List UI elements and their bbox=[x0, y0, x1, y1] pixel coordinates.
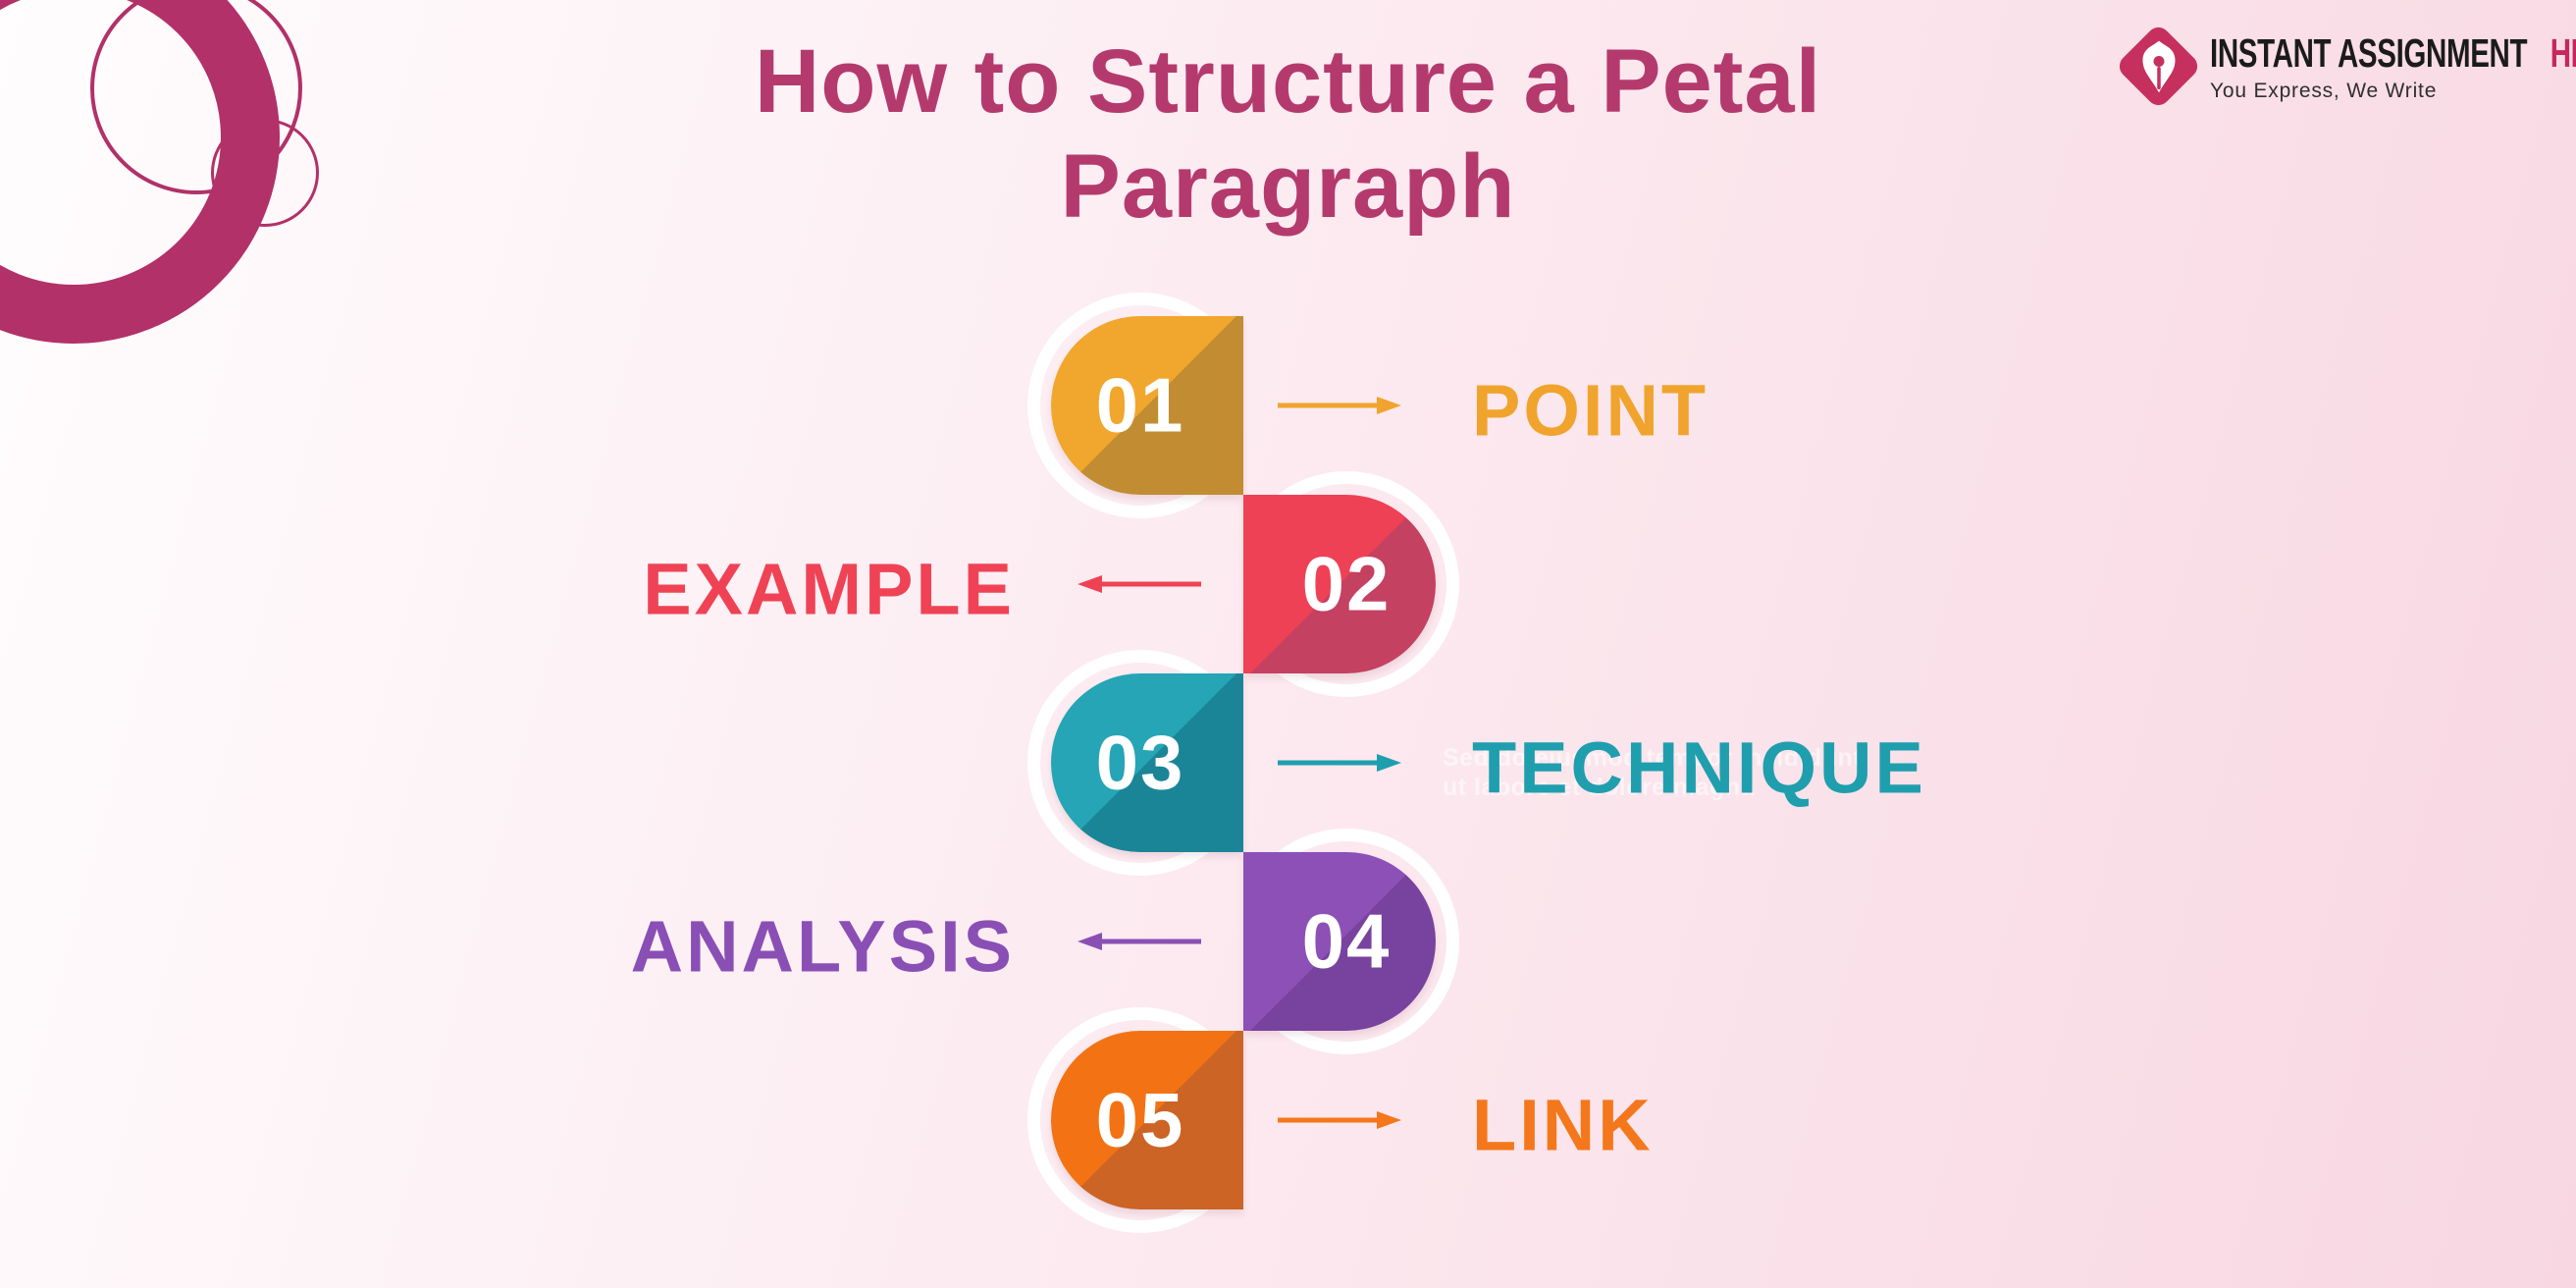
step-04-pill bbox=[1243, 852, 1436, 1031]
logo-wordmark: INSTANT ASSIGNMENT HELP bbox=[2210, 30, 2576, 77]
step-02-label: EXAMPLE bbox=[643, 548, 1015, 630]
step-01-label: POINT bbox=[1472, 369, 1709, 452]
step-03-label: TECHNIQUE bbox=[1472, 726, 1926, 809]
right-arrow-icon bbox=[1278, 754, 1401, 772]
left-arrow-icon bbox=[1078, 933, 1201, 950]
logo-brand-primary: INSTANT ASSIGNMENT bbox=[2210, 30, 2528, 76]
right-arrow-icon bbox=[1278, 397, 1401, 414]
page-title: How to Structure a Petal Paragraph bbox=[0, 29, 2576, 240]
step-05-number: 05 bbox=[1095, 1076, 1185, 1163]
placeholder-watermark-text: Sed do eiusmod tempor incididunt ut labo… bbox=[1443, 744, 1863, 801]
step-02-number: 02 bbox=[1301, 540, 1392, 627]
step-05-label: LINK bbox=[1472, 1084, 1654, 1166]
left-arrow-icon bbox=[1078, 575, 1201, 593]
step-01-number: 01 bbox=[1095, 361, 1185, 449]
pen-nib-icon bbox=[2142, 40, 2176, 93]
step-04-label: ANALYSIS bbox=[630, 905, 1015, 988]
logo-brand-accent: HELP bbox=[2550, 30, 2576, 76]
logo-tagline: You Express, We Write bbox=[2210, 80, 2438, 102]
right-arrow-icon bbox=[1278, 1111, 1401, 1129]
step-01-pill bbox=[1051, 316, 1243, 495]
page-title-line1: How to Structure a Petal bbox=[754, 31, 1822, 132]
brand-logo: INSTANT ASSIGNMENT HELP You Express, We … bbox=[2114, 22, 2576, 118]
step-05-pill bbox=[1051, 1031, 1243, 1209]
step-04-number: 04 bbox=[1301, 897, 1392, 985]
page-title-line2: Paragraph bbox=[1060, 136, 1516, 237]
step-03-pill bbox=[1051, 673, 1243, 852]
step-02-pill bbox=[1243, 495, 1436, 673]
step-03-number: 03 bbox=[1095, 719, 1185, 806]
